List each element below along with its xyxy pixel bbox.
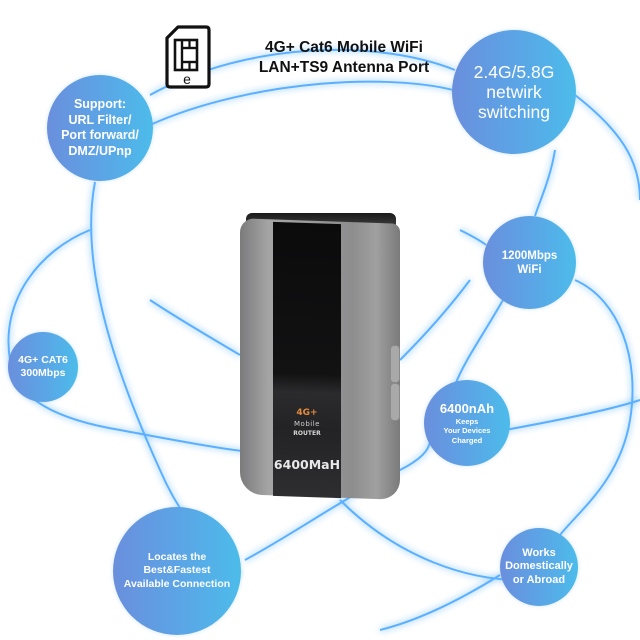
feature-text: netwirk [486, 82, 542, 102]
feature-text: Port forward/ [61, 128, 139, 142]
feature-text: Support: [73, 97, 127, 111]
feature-title: 6400nAh [439, 400, 495, 416]
feature-text: 1200Mbps [501, 249, 558, 262]
title-line-2: LAN+TS9 Antenna Port [258, 59, 430, 76]
feature-text: DMZ/UPnp [68, 143, 132, 158]
device-power-button [390, 383, 400, 421]
feature-text: Keeps [455, 416, 479, 426]
feature-text: 4G+ CAT6 [18, 354, 68, 366]
feature-bubble-cat6: 4G+ CAT6 300Mbps [8, 332, 78, 402]
feature-text: Best&Fastest [143, 564, 211, 577]
feature-text: 300Mbps [20, 367, 66, 379]
feature-text: Your Devices [443, 426, 491, 436]
device-logo-mobile: Mobile [294, 420, 320, 428]
feature-bubble-wifi: 1200Mbps WiFi [483, 216, 576, 309]
feature-text: 2.4G/5.8G [473, 62, 555, 82]
product-header: e 4G+ Cat6 Mobile WiFi LAN+TS9 Antenna P… [160, 22, 450, 97]
feature-bubble-abroad: Works Domestically or Abroad [500, 528, 578, 606]
feature-text: URL Filter/ [68, 112, 132, 127]
feature-bubble-support: Support: URL Filter/ Port forward/ DMZ/U… [47, 75, 153, 181]
feature-text: switching [478, 102, 550, 122]
feature-text: Available Connection [123, 577, 231, 590]
esim-card-icon: e [165, 25, 211, 89]
feature-text: Locates the [147, 550, 207, 563]
device-logo-router: ROUTER [293, 430, 321, 437]
feature-text: or Abroad [512, 573, 566, 586]
feature-text: Works [522, 546, 556, 559]
feature-text: Charged [451, 435, 483, 445]
feature-bubble-locate: Locates the Best&Fastest Available Conne… [113, 507, 241, 635]
feature-bubble-battery: 6400nAh Keeps Your Devices Charged [424, 380, 510, 466]
mobile-router-device: 4G+ Mobile ROUTER 6400MaH [240, 213, 402, 503]
device-logo-4g: 4G+ [296, 408, 318, 418]
title-line-1: 4G+ Cat6 Mobile WiFi [265, 39, 423, 56]
feature-bubble-switching: 2.4G/5.8G netwirk switching [452, 30, 576, 154]
device-side-button [390, 345, 400, 383]
product-title: 4G+ Cat6 Mobile WiFi LAN+TS9 Antenna Por… [234, 38, 454, 78]
device-capacity-label: 6400MaH [273, 457, 341, 472]
feature-text: Domestically [505, 560, 573, 573]
feature-text: WiFi [517, 263, 542, 276]
svg-text:e: e [183, 71, 191, 87]
